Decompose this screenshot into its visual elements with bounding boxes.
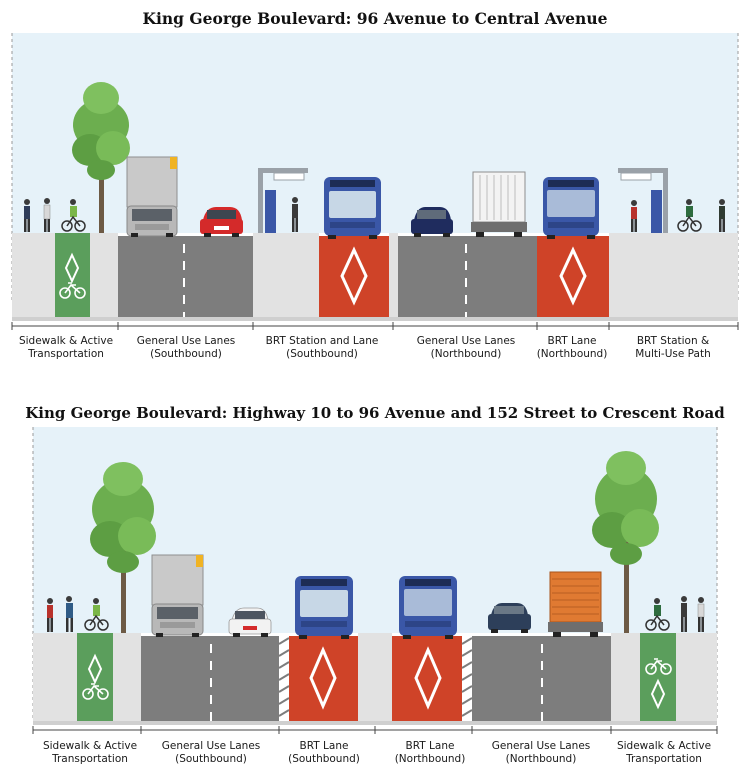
cyclist-icon (677, 199, 702, 232)
section-divider-line (32, 726, 718, 734)
bus-icon (399, 576, 457, 639)
general-lanes-southbound (118, 236, 253, 317)
tree-icon (592, 451, 659, 633)
section-1-title: King George Boulevard: 96 Avenue to Cent… (142, 9, 608, 28)
section-1-label: General Use Lanes(Northbound) (416, 335, 516, 360)
cyclist-icon (84, 598, 109, 631)
bus-icon (543, 177, 599, 239)
brt-station-shelter (258, 168, 308, 233)
section-2-title: King George Boulevard: Highway 10 to 96 … (25, 404, 725, 422)
tree-icon (90, 462, 156, 633)
bike-lane-left (77, 633, 113, 721)
truck-icon (151, 554, 204, 637)
median (358, 633, 392, 721)
pedestrian-icon (47, 598, 53, 632)
pedestrian-icon (66, 596, 73, 632)
section-2-label: BRT Lane(Southbound) (288, 740, 360, 765)
cyclist-icon (645, 598, 670, 631)
section-2-label: BRT Lane(Northbound) (394, 740, 466, 765)
truck-icon (471, 171, 527, 237)
truck-icon (126, 156, 178, 237)
section-divider-line (11, 322, 739, 330)
bus-icon (324, 177, 381, 239)
truck-icon (548, 571, 603, 637)
pedestrian-icon (631, 200, 637, 232)
pedestrian-icon (43, 198, 51, 232)
pedestrian-icon (681, 596, 687, 632)
bicycle-icon (645, 658, 672, 675)
section-1-label: BRT Station &Multi-Use Path (635, 335, 711, 360)
bicycle-icon (59, 282, 86, 299)
car-icon (411, 207, 453, 237)
cross-section-1 (11, 33, 739, 330)
brt-station-multi-use-path (609, 233, 738, 317)
pedestrian-icon (697, 597, 705, 632)
general-lanes-northbound (398, 236, 537, 317)
brt-diamond-marking (309, 646, 337, 710)
section-2-label: General Use Lanes(Southbound) (161, 740, 261, 765)
brt-diamond-marking (340, 246, 368, 306)
section-1-label: BRT Station and Lane(Southbound) (265, 335, 379, 360)
bike-lane-left (55, 233, 90, 317)
brt-station-platform-southbound (253, 233, 319, 317)
car-icon (488, 603, 531, 633)
section-1-label: BRT Lane(Northbound) (536, 335, 608, 360)
pedestrian-icon (292, 197, 298, 232)
pedestrian-icon (24, 199, 30, 232)
buffer-stripe (462, 636, 472, 721)
cross-section-2 (32, 427, 718, 734)
car-icon (200, 207, 243, 237)
bicycle-icon (82, 683, 109, 700)
brt-station-shelter (618, 168, 668, 233)
brt-diamond-marking (414, 646, 442, 710)
buffer-stripe (279, 636, 289, 721)
bus-icon (295, 576, 353, 639)
section-2-label: General Use Lanes(Northbound) (491, 740, 591, 765)
pedestrian-icon (719, 199, 725, 232)
car-icon (228, 607, 272, 637)
bike-lane-diamond (87, 653, 103, 685)
tree-icon (72, 82, 130, 233)
section-1-label: General Use Lanes(Southbound) (136, 335, 236, 360)
bike-lane-diamond (650, 678, 666, 710)
brt-diamond-marking (559, 246, 587, 306)
bike-lane-diamond (64, 252, 80, 284)
median (389, 233, 398, 317)
cyclist-icon (61, 199, 86, 232)
